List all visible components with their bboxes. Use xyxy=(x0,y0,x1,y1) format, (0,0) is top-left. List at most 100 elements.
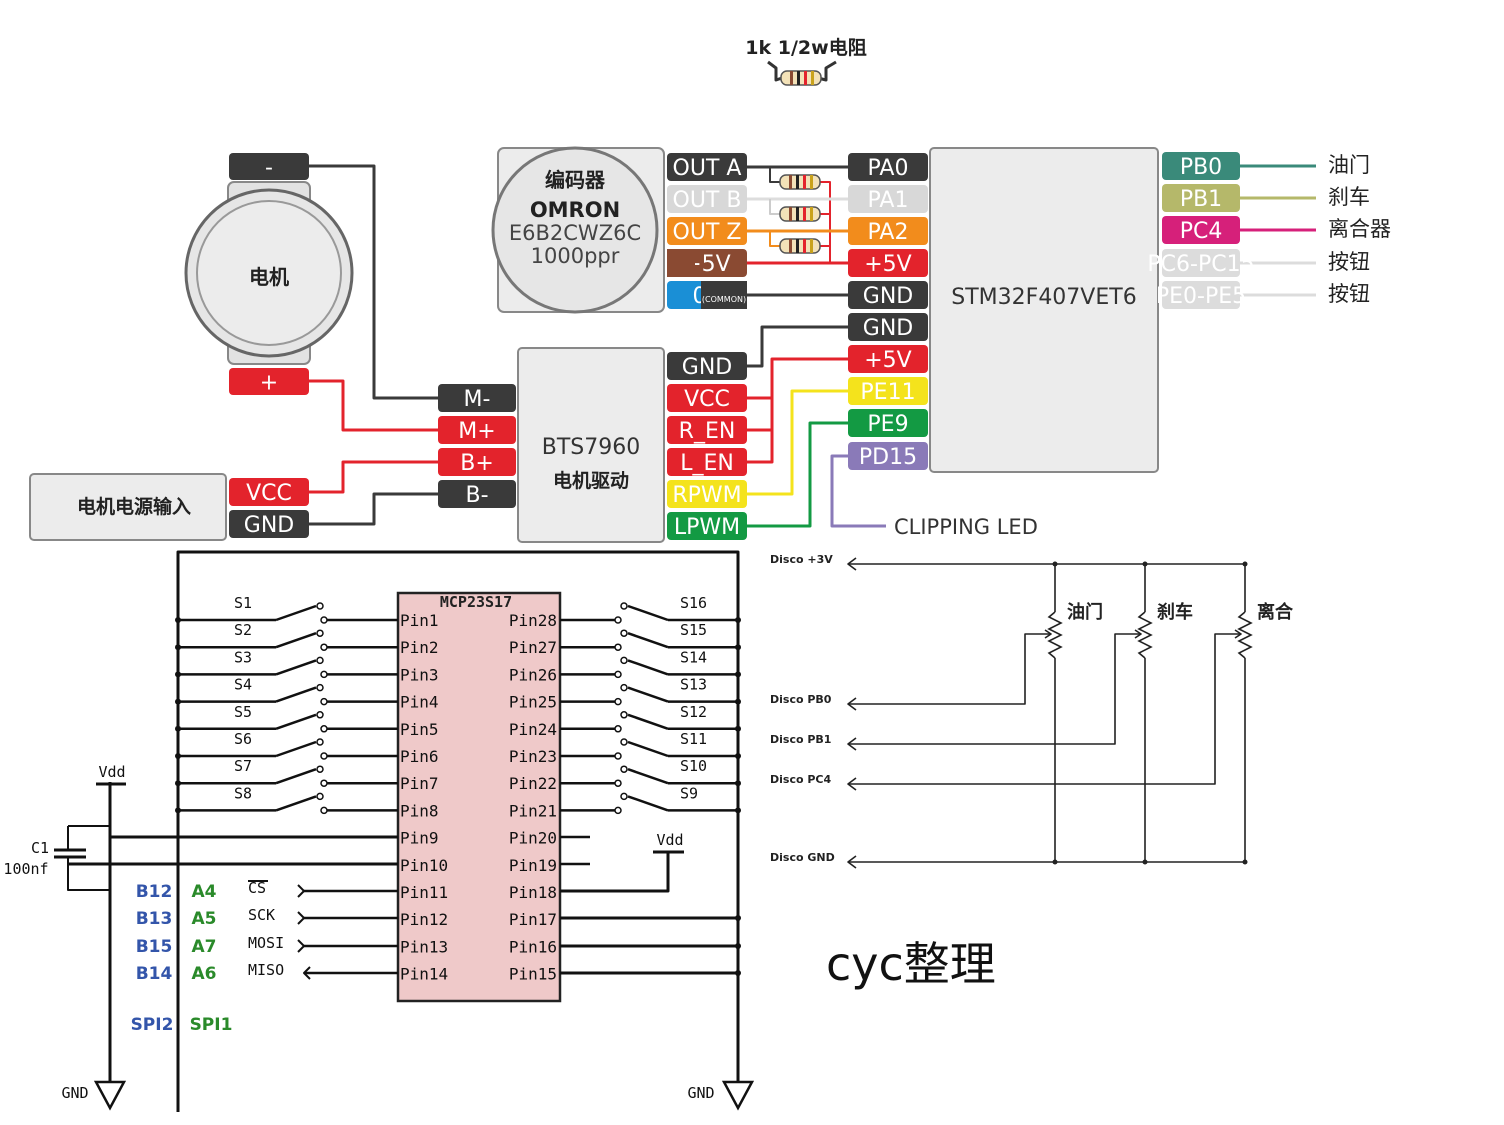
resistor-legend-icon-band xyxy=(811,71,814,85)
pot-resistor-1 xyxy=(1137,611,1153,659)
resistor-outz xyxy=(779,238,821,254)
stm32-right-pin-1-tag xyxy=(1162,184,1240,212)
mcp-switch-contact xyxy=(316,629,324,637)
mcp-switch-blade xyxy=(275,686,317,703)
disco-label-4: Disco GND xyxy=(770,851,835,864)
mcp-left-pin-0: Pin1 xyxy=(400,611,439,630)
mcp-spi-mosi: MOSI xyxy=(248,934,284,952)
mcp-cap-label: C1 xyxy=(31,839,49,857)
mcp-right-switch-3: S13 xyxy=(680,676,707,694)
resistor-outz-band xyxy=(789,239,792,253)
mcp-right-switch-0: S16 xyxy=(680,594,707,612)
wire-power-vcc xyxy=(308,460,438,494)
driver-body xyxy=(517,347,665,543)
motor-pos-label: + xyxy=(260,371,278,396)
mcp-switch-contact xyxy=(320,643,328,651)
resistor-outa-band xyxy=(796,175,799,189)
encoder-line1: 编码器 xyxy=(545,168,606,192)
resistor-legend-lead xyxy=(817,60,837,82)
wires xyxy=(308,164,1316,528)
mcp-switch-blade xyxy=(627,795,669,812)
mcp-switch-blade xyxy=(275,713,317,730)
clipping-led-label: CLIPPING LED xyxy=(894,515,1038,539)
stm32-left-pin-4-label: GND xyxy=(863,284,913,309)
resistor-outb-band xyxy=(810,207,813,221)
mcp-right-switch-7: S9 xyxy=(680,784,698,802)
mcp-junction xyxy=(735,943,741,949)
mcp-switch-contact xyxy=(620,602,628,610)
mcp-switch-contact xyxy=(316,738,324,746)
stm32-right-pin-3-tag xyxy=(1162,249,1240,277)
power-vcc-tag xyxy=(229,478,309,506)
mcp-right-pin-13: Pin15 xyxy=(509,965,557,984)
mcp-spi-arrow xyxy=(297,911,305,925)
encoder-line3: E6B2CWZ6C xyxy=(509,221,641,245)
mcp-spi2-pin-0: B12 xyxy=(136,882,173,902)
mcp-gnd-right-symbol xyxy=(721,1080,755,1111)
resistor-outa-band xyxy=(810,175,813,189)
encoder-pin-1-label: OUT B xyxy=(673,188,742,213)
mcp23s17-schematic: MCP23S17Pin1Pin2Pin3Pin4Pin5Pin6Pin7Pin8… xyxy=(3,550,755,1112)
stm32-right-pin-2-label: PC4 xyxy=(1180,219,1223,244)
mcp-left-pin-9: Pin10 xyxy=(400,856,448,875)
mcp-gnd-right-label: GND xyxy=(687,1084,714,1102)
pot-junction xyxy=(1052,859,1058,865)
mcp-switch-blade xyxy=(275,604,317,622)
disco-label-2: Disco PB1 xyxy=(770,733,831,746)
driver-right-pin-0-label: GND xyxy=(682,355,732,380)
components: 1k 1/2w电阻电机-+编码器OMRONE6B2CWZ6C1000pprOUT… xyxy=(29,36,1391,543)
driver-right-pin-5-tag xyxy=(667,512,747,540)
mcp-switch-contact xyxy=(320,697,328,706)
power-gnd-tag xyxy=(229,510,309,538)
driver-right-pin-2-label: R_EN xyxy=(679,419,736,444)
mcp-switch-blade xyxy=(627,713,669,730)
power-gnd-label: GND xyxy=(244,513,294,538)
resistor-legend-lead xyxy=(767,60,783,82)
mcp-right-switch-2: S14 xyxy=(680,648,707,666)
pot-resistor-0 xyxy=(1047,611,1063,659)
stm32-left-pin-5-label: GND xyxy=(863,316,913,341)
stm32-left-pin-1-tag xyxy=(848,185,928,213)
stm32-left-pin-7-tag xyxy=(848,377,928,405)
disco-label-3: Disco PC4 xyxy=(770,773,831,786)
mcp-right-pin-1: Pin27 xyxy=(509,638,557,657)
driver-left-pin-3-label: B- xyxy=(465,483,488,508)
mcp-cap-lead xyxy=(67,857,110,891)
mcp-switch-contact xyxy=(614,616,622,624)
mcp-switch-contact xyxy=(316,765,324,773)
mcp-left-pin-12: Pin13 xyxy=(400,937,448,956)
driver-left-pin-3-tag xyxy=(438,480,516,508)
resistor-outz-band xyxy=(796,239,799,253)
mcp-gnd-left-label: GND xyxy=(61,1084,88,1102)
disco-label-0: Disco +3V xyxy=(770,553,833,566)
driver-left-pin-0-tag xyxy=(438,384,516,412)
mcp-pin18-vdd xyxy=(560,852,670,893)
mcp-switch-contact xyxy=(620,629,628,637)
wire-pd15 xyxy=(830,454,886,528)
stm32-left-pin-8-tag xyxy=(848,409,928,437)
mcp-switch-contact xyxy=(614,670,622,679)
resistor-legend: 1k 1/2w电阻 xyxy=(745,36,866,59)
mcp-junction xyxy=(735,915,741,921)
stm32-left-pin-9-label: PD15 xyxy=(859,445,917,470)
encoder-body xyxy=(491,146,659,314)
mcp-switch-contact xyxy=(316,683,324,692)
mcp-spi2-pin-2: B15 xyxy=(136,937,173,957)
mcp-left-switch-7: S8 xyxy=(234,784,252,802)
mcp-bus xyxy=(176,550,740,1112)
stm32-left-pin-6-label: +5V xyxy=(864,348,911,373)
mcp-left-switch-3: S4 xyxy=(234,676,252,694)
wire-ren xyxy=(747,370,774,432)
stm32-body xyxy=(929,147,1159,473)
mcp-switch-blade xyxy=(627,768,669,785)
mcp-chip xyxy=(396,591,562,1003)
mcp-switch-blade xyxy=(275,659,317,676)
mcp-spi2-label: SPI2 xyxy=(131,1015,174,1035)
encoder-line4: 1000ppr xyxy=(531,244,620,268)
mcp-switch-contact xyxy=(320,616,328,624)
mcp-cap-value: 100nf xyxy=(3,860,48,878)
pot-wiper-arrow xyxy=(1044,629,1052,639)
stm32-name: STM32F407VET6 xyxy=(951,285,1136,310)
mcp-switch-contact xyxy=(614,806,622,815)
